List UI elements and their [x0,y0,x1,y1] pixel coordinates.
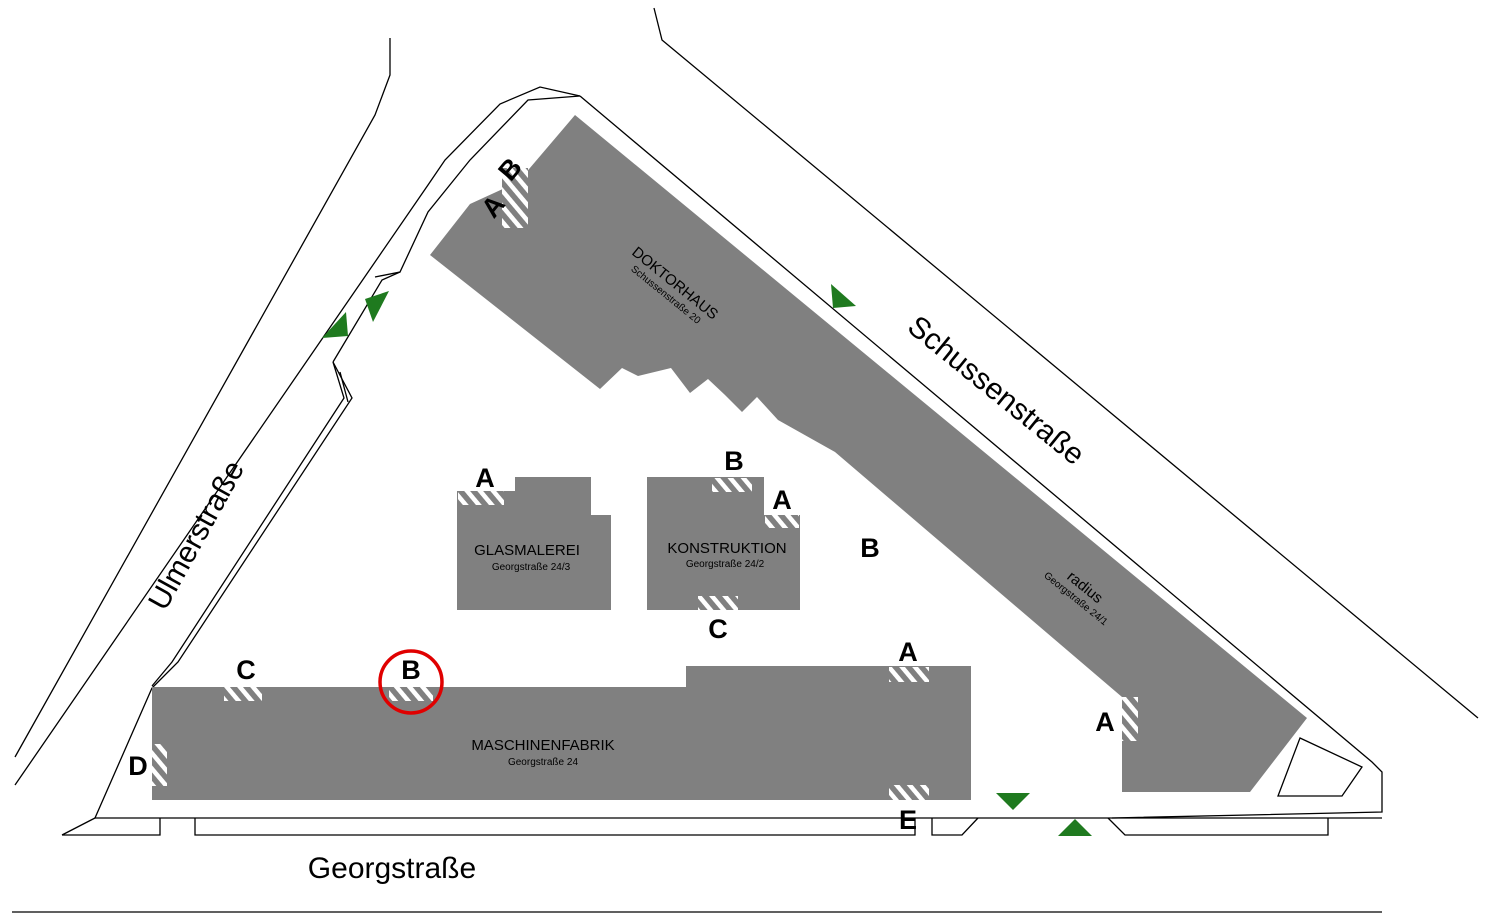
ulmerstrasse-sidewalk-line [151,361,345,687]
building-address-glasmalerei: Georgstraße 24/3 [492,562,571,573]
entry-arrow-icon [996,793,1030,810]
plot-west-outer [14,86,581,786]
entrance-label-masch-d: D [128,751,148,781]
entrance-hatches [152,168,1138,800]
building-name-glasmalerei: GLASMALEREI [474,542,580,559]
hatch-masch-a [889,667,929,682]
hatch-radius-a [1122,697,1138,741]
entrance-label-kon-b: B [724,446,744,476]
entry-arrow-icon [365,291,389,322]
plot-west-boundary-inner [332,271,401,363]
building-name-konstruktion: KONSTRUKTION [667,540,786,557]
ulmerstrasse-inner-curb [151,361,353,689]
entry-arrow-icon [322,312,348,338]
entrance-label-radius-a: A [1095,707,1115,737]
hatch-kon-a [765,515,799,528]
entrance-label-masch-e: E [899,805,917,835]
georgstrasse-sidewalk-east2 [1107,817,1329,836]
entrance-label-masch-c: C [236,655,256,685]
hatch-kon-b [712,478,752,492]
schussenstrasse-outer-curb [653,7,1479,719]
ulmerstrasse-rail [339,371,349,403]
street-label-ulmerstrasse: Ulmerstraße [142,455,251,615]
building-doktorhaus-radius[interactable] [430,115,1307,792]
georgstrasse-sidewalk-west [62,818,161,836]
building-konstruktion[interactable] [647,477,800,610]
building-glasmalerei[interactable] [457,477,611,610]
building-name-maschinenfabrik: MASCHINENFABRIK [471,737,614,754]
access-arrows [322,284,1092,836]
entrance-label-kon-c: C [708,614,728,644]
buildings [152,115,1307,800]
building-address-konstruktion: Georgstraße 24/2 [686,559,765,570]
plot-west-boundary [374,95,581,278]
hatch-masch-b [389,687,433,701]
entrance-label-masch-a: A [898,637,918,667]
hatch-glas-a [458,491,504,505]
hatch-masch-e [889,785,929,800]
building-maschinenfabrik[interactable] [152,666,971,800]
street-label-georgstrasse: Georgstraße [308,852,476,885]
georgstrasse-sidewalk-east1 [931,817,979,836]
georgstrasse-north-curb [61,817,96,836]
entrance-label-glas-a: A [475,463,495,493]
entry-arrow-icon [831,284,856,308]
schussenstrasse-inner-curb [579,95,1383,819]
hatch-masch-c [224,687,262,701]
ulmerstrasse-outer-curb [14,38,391,758]
building-address-maschinenfabrik: Georgstraße 24 [508,757,578,768]
hatch-kon-c [698,596,738,610]
georgstrasse-sidewalk-mid [194,818,916,836]
corner-parcel [1277,737,1363,797]
entry-arrow-icon [1058,819,1092,836]
entrance-label-kon-a: A [772,485,792,515]
hatch-masch-d [152,744,167,786]
hatch-doktor-ab [502,168,528,228]
highlight-marker-entrance-b [378,649,444,715]
entrance-label-masch-b: B [401,655,421,685]
street-lines [12,7,1479,913]
entrance-label-courtyard-b: B [860,533,880,563]
